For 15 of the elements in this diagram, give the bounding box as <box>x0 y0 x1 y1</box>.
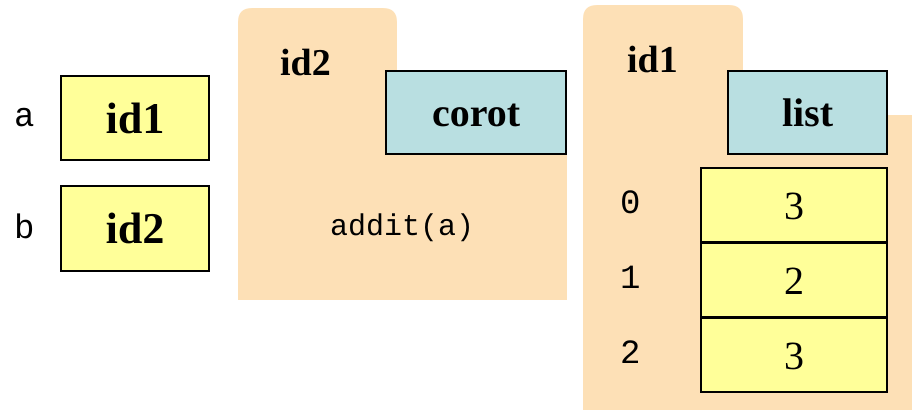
folder-id: id2 <box>280 44 331 82</box>
variable-name: b <box>14 213 34 247</box>
reference-box: id1 <box>60 75 210 161</box>
reference-box: id2 <box>60 185 210 272</box>
folder-id: id1 <box>627 41 678 79</box>
index-label: 1 <box>620 263 640 297</box>
type-tag: list <box>727 70 888 155</box>
type-tag: corot <box>385 70 567 155</box>
call-text: addit(a) <box>330 213 474 243</box>
index-label: 0 <box>620 188 640 222</box>
list-element: 2 <box>700 242 888 318</box>
list-element: 3 <box>700 167 888 243</box>
index-label: 2 <box>620 338 640 372</box>
list-element: 3 <box>700 317 888 393</box>
variable-name: a <box>14 101 34 135</box>
